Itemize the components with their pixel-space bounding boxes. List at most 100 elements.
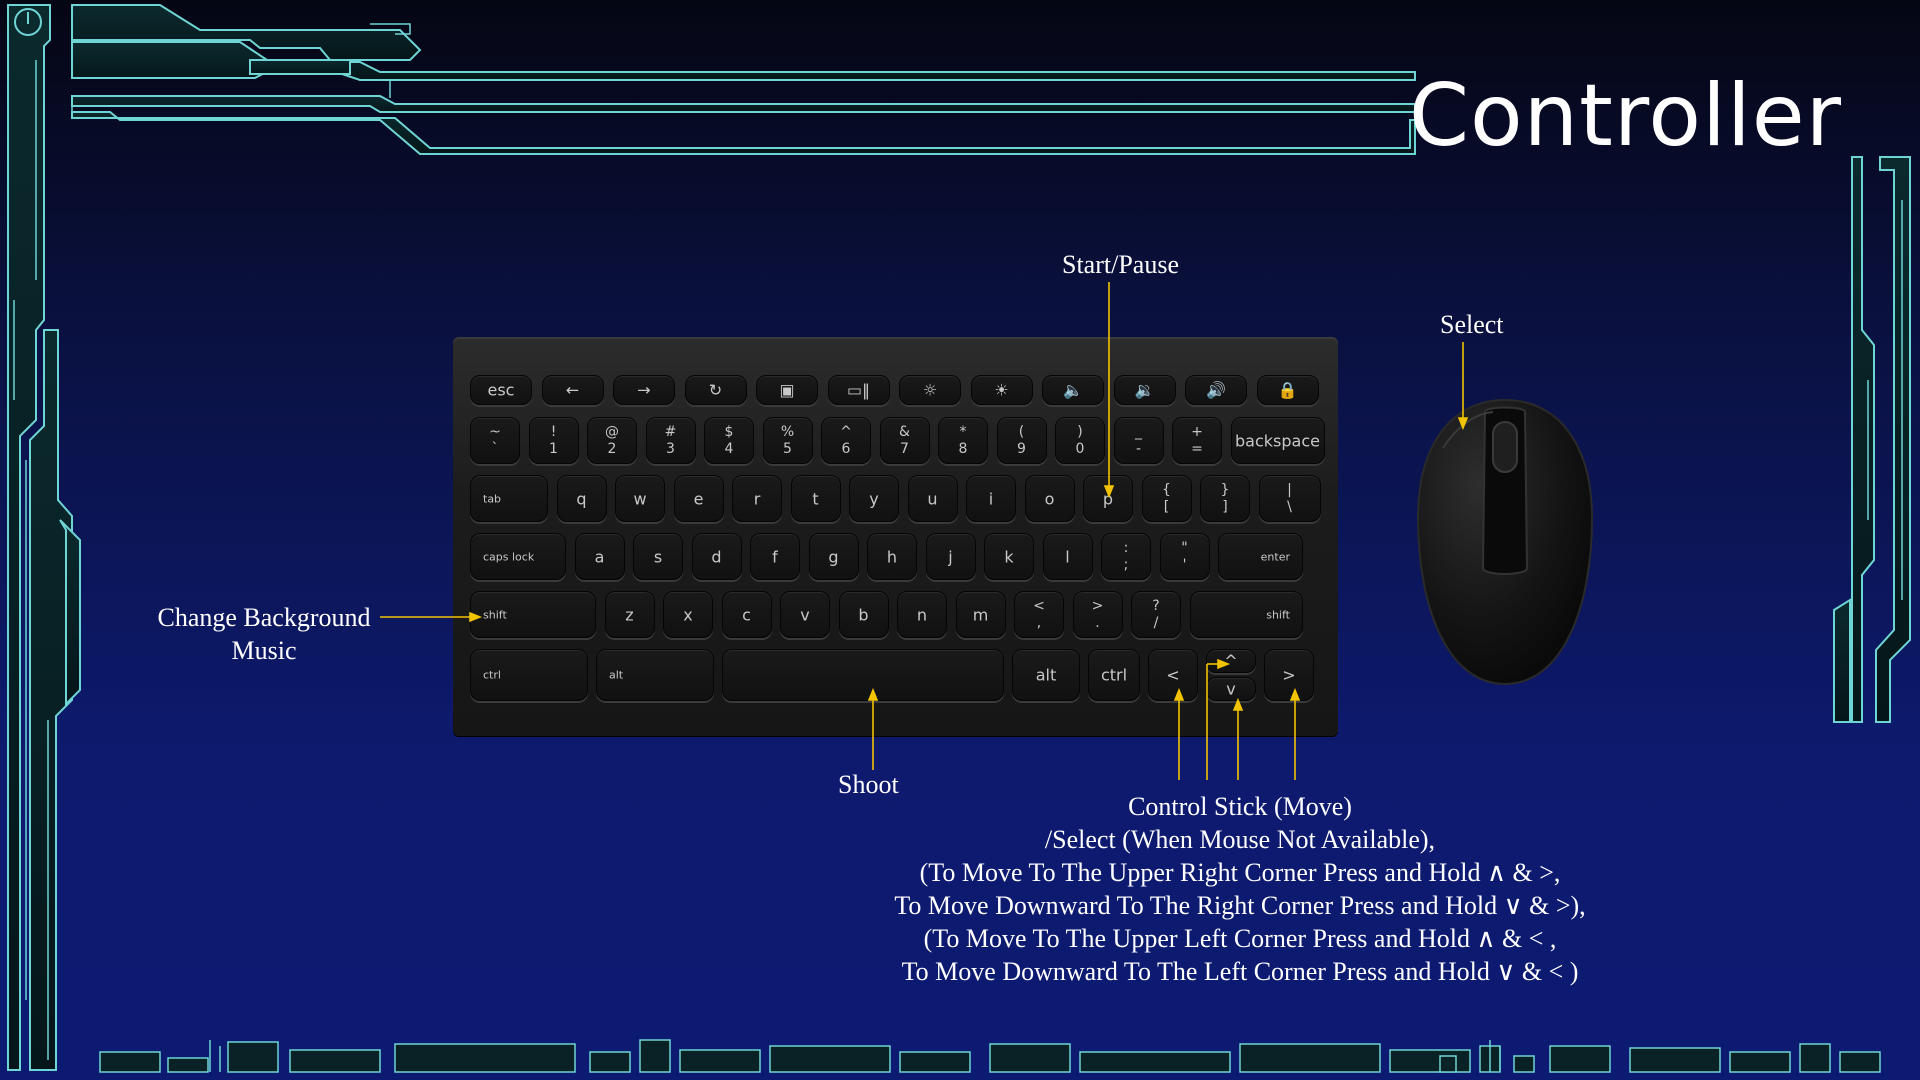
key-label: v [1226, 679, 1236, 699]
fn-key[interactable]: → [613, 375, 675, 405]
enter-key[interactable]: enter [1218, 533, 1303, 580]
label-line: (To Move To The Upper Left Corner Press … [923, 924, 1557, 953]
key-symbol: 1 [549, 441, 558, 457]
fn-key[interactable]: ☼ [899, 375, 961, 405]
key-label: e [693, 489, 704, 508]
letter-key-i[interactable]: i [966, 475, 1016, 522]
number-key[interactable]: !1 [528, 417, 579, 464]
letter-key-g[interactable]: g [808, 533, 859, 580]
key-label: ☀ [994, 380, 1009, 400]
tab-key[interactable]: tab [470, 475, 548, 522]
punct-key[interactable]: >. [1072, 591, 1123, 638]
keyboard-image: esc←→↻▣▭‖☼☀🔈🔉🔊🔒~`!1@2#3$4%5^6&7*8(9)0_-+… [453, 337, 1338, 737]
punct-key[interactable]: "' [1159, 533, 1210, 580]
fn-key[interactable]: ▭‖ [827, 375, 890, 405]
key-symbol: ^ [840, 424, 852, 440]
letter-key-z[interactable]: z [604, 591, 655, 638]
alt-right-key[interactable]: alt [1012, 649, 1080, 701]
key-symbol: > [1091, 598, 1104, 614]
letter-key-e[interactable]: e [673, 475, 724, 522]
punct-key[interactable]: <, [1014, 591, 1064, 638]
label-line: To Move Downward To The Right Corner Pre… [894, 891, 1586, 920]
bracket-key[interactable]: }] [1200, 475, 1250, 522]
letter-key-k[interactable]: k [984, 533, 1034, 580]
fn-key[interactable]: 🔒 [1256, 375, 1319, 405]
key-label: r [753, 489, 761, 508]
letter-key-v[interactable]: v [780, 591, 830, 638]
shift-right-key[interactable]: shift [1189, 591, 1303, 638]
key-symbol: * [959, 424, 967, 440]
letter-key-d[interactable]: d [691, 533, 742, 580]
fn-key[interactable]: esc [470, 375, 532, 405]
arrow-up-key[interactable]: ^ [1206, 649, 1256, 673]
letter-key-n[interactable]: n [897, 591, 947, 638]
number-key[interactable]: ~` [470, 417, 520, 464]
label-line: Control Stick (Move) [1128, 792, 1352, 821]
fn-key[interactable]: ↻ [684, 375, 747, 405]
number-key[interactable]: _- [1113, 417, 1164, 464]
key-symbol: < [1033, 598, 1045, 614]
letter-key-l[interactable]: l [1042, 533, 1093, 580]
letter-key-u[interactable]: u [907, 475, 958, 522]
key-label: caps lock [483, 550, 535, 563]
fn-key[interactable]: ▣ [756, 375, 818, 405]
key-label: backspace [1235, 431, 1320, 450]
fn-key[interactable]: ☀ [970, 375, 1033, 405]
fn-key[interactable]: 🔊 [1185, 375, 1247, 405]
bracket-key[interactable]: {[ [1141, 475, 1192, 522]
fn-key[interactable]: 🔈 [1042, 375, 1104, 405]
space-bar[interactable] [722, 649, 1004, 701]
number-key[interactable]: )0 [1055, 417, 1105, 464]
key-label: enter [1260, 550, 1290, 563]
number-key[interactable]: += [1172, 417, 1222, 464]
ctrl-left-key[interactable]: ctrl [470, 649, 588, 701]
letter-key-s[interactable]: s [633, 533, 683, 580]
ctrl-right-key[interactable]: ctrl [1088, 649, 1140, 701]
key-symbol: , [1036, 615, 1042, 631]
letter-key-o[interactable]: o [1024, 475, 1075, 522]
letter-key-f[interactable]: f [750, 533, 800, 580]
key-symbol: \ [1287, 499, 1292, 515]
number-key[interactable]: *8 [938, 417, 988, 464]
fn-key[interactable]: 🔉 [1113, 375, 1176, 405]
key-symbol: ~ [489, 424, 501, 440]
number-key[interactable]: (9 [996, 417, 1047, 464]
backspace-key[interactable]: backspace [1230, 417, 1325, 464]
letter-key-t[interactable]: t [790, 475, 841, 522]
letter-key-y[interactable]: y [849, 475, 899, 522]
letter-key-q[interactable]: q [556, 475, 607, 522]
number-key[interactable]: &7 [879, 417, 930, 464]
shift-left-key[interactable]: shift [470, 591, 596, 638]
shoot-label: Shoot [838, 770, 899, 799]
key-symbol: } [1220, 482, 1230, 498]
number-key[interactable]: %5 [762, 417, 813, 464]
letter-key-a[interactable]: a [574, 533, 625, 580]
letter-key-m[interactable]: m [955, 591, 1006, 638]
arrow-left-key[interactable]: < [1148, 649, 1198, 701]
arrow-down-key[interactable]: v [1206, 677, 1256, 701]
letter-key-p[interactable]: p [1083, 475, 1133, 522]
key-symbol: + [1191, 424, 1203, 440]
letter-key-h[interactable]: h [867, 533, 917, 580]
alt-left-key[interactable]: alt [596, 649, 714, 701]
letter-key-c[interactable]: c [721, 591, 772, 638]
caps-lock-key[interactable]: caps lock [470, 533, 566, 580]
punct-key[interactable]: ?/ [1131, 591, 1181, 638]
fn-key[interactable]: ← [541, 375, 604, 405]
number-key[interactable]: #3 [645, 417, 696, 464]
punct-key[interactable]: :; [1101, 533, 1151, 580]
letter-key-b[interactable]: b [838, 591, 889, 638]
number-key[interactable]: @2 [587, 417, 637, 464]
bracket-key[interactable]: |\ [1258, 475, 1321, 522]
letter-key-r[interactable]: r [732, 475, 782, 522]
letter-key-w[interactable]: w [615, 475, 665, 522]
arrow-right-key[interactable]: > [1264, 649, 1314, 701]
number-key[interactable]: ^6 [821, 417, 871, 464]
letter-key-x[interactable]: x [663, 591, 713, 638]
letter-key-j[interactable]: j [925, 533, 976, 580]
key-symbol: [ [1163, 499, 1170, 515]
number-key[interactable]: $4 [704, 417, 754, 464]
key-label: y [869, 489, 879, 508]
key-label: l [1065, 547, 1070, 566]
key-symbol: 9 [1017, 441, 1026, 457]
